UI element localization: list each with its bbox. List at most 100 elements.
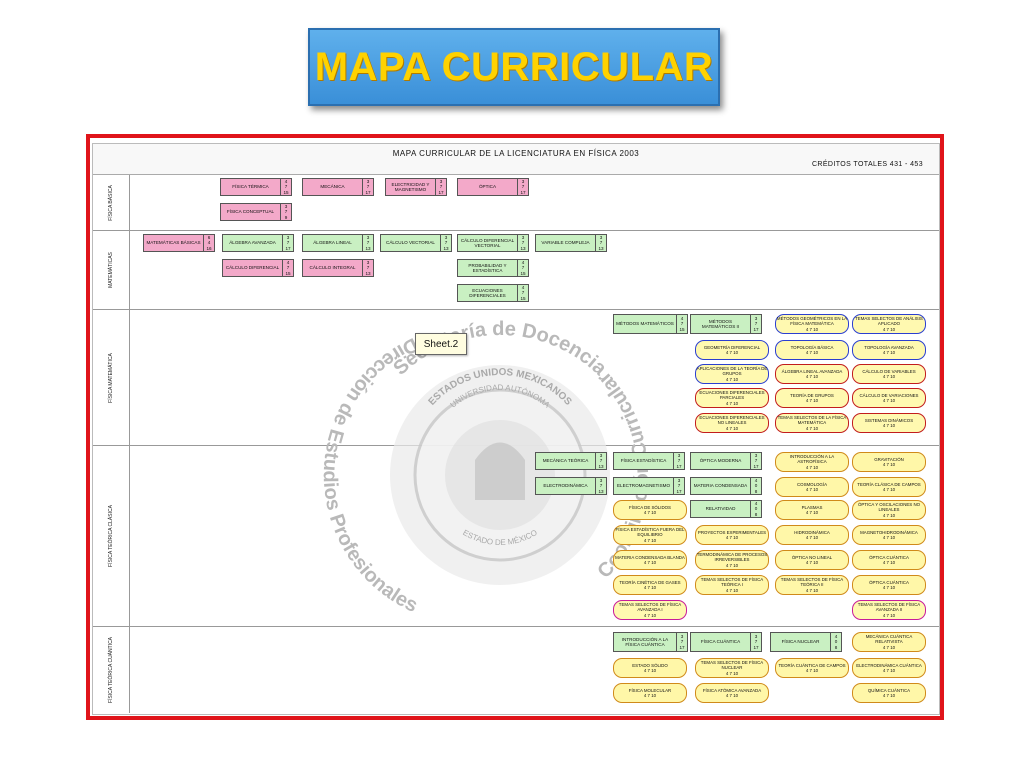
credit-value: 3 — [521, 179, 525, 185]
credit-value: 7 — [599, 483, 603, 489]
credit-value: 13 — [520, 245, 526, 251]
elective-credits: 4 7 10 — [643, 612, 657, 618]
credit-value: 7 — [286, 265, 290, 271]
sheet-comment[interactable]: Sheet.2 — [415, 333, 467, 355]
credit-value: 17 — [676, 463, 682, 469]
credit-value: 7 — [754, 458, 758, 464]
band-label: MATEMÁTICAS — [108, 252, 114, 288]
elective-credits: 4 7 10 — [725, 376, 739, 382]
elective-credits: 4 7 10 — [882, 585, 896, 590]
credit-value: 8 — [754, 488, 758, 494]
elective-name: MATERIA CONDENSADA BLANDA — [615, 554, 685, 560]
credit-value: 3 — [599, 453, 603, 459]
credit-value: 3 — [599, 235, 603, 241]
title-banner: MAPA CURRICULAR — [308, 28, 720, 106]
band-label: FÍSICA MATEMÁTICA — [108, 352, 114, 403]
total-credits: CRÉDITOS TOTALES 431 - 453 — [811, 161, 923, 168]
credit-value: 4 — [207, 240, 211, 246]
credit-value: 0 — [754, 506, 758, 512]
elective-name: TOPOLOGÍA AVANZADA — [864, 344, 914, 350]
course-name: ECUACIONES DIFERENCIALES — [457, 284, 517, 302]
elective-credits: 4 7 10 — [805, 398, 819, 403]
elective-pill: MÉTODOS GEOMÉTRICOS EN LA FÍSICA MATEMÁT… — [775, 314, 849, 334]
elective-name: ESTADO SÓLIDO — [632, 662, 668, 668]
band-label: FÍSICA BÁSICA — [108, 184, 114, 221]
course-name: MATERIA CONDENSADA — [690, 477, 750, 495]
credit-value: 7 — [284, 184, 288, 190]
elective-name: TEMAS SELECTOS DE ANÁLISIS APLICADO — [855, 316, 923, 327]
elective-name: ECUACIONES DIFERENCIALES PARCIALES — [699, 390, 765, 401]
elective-credits: 4 7 10 — [805, 668, 819, 673]
elective-credits: 4 7 10 — [643, 510, 657, 515]
credit-value: 13 — [365, 245, 371, 251]
credit-value: 3 — [366, 179, 370, 185]
sheet-title: MAPA CURRICULAR DE LA LICENCIATURA EN FÍ… — [392, 149, 640, 158]
course-name: ELECTRODINÁMICA — [535, 477, 595, 495]
credit-value: 17 — [679, 644, 685, 650]
elective-name: ÓPTICA CUÁNTICA — [869, 579, 909, 585]
credit-value: 7 — [286, 240, 290, 246]
credit-value: 16 — [206, 245, 212, 251]
elective-credits: 4 7 10 — [882, 423, 896, 428]
credit-value: 15 — [520, 270, 526, 276]
credit-value: 7 — [521, 184, 525, 190]
elective-credits: 4 7 10 — [882, 612, 896, 618]
course-name: ELECTRICIDAD Y MAGNETISMO — [385, 178, 435, 196]
credit-value: 15 — [679, 326, 685, 332]
course-name: FÍSICA ESTADÍSTICA — [613, 452, 673, 470]
credit-value: 3 — [754, 316, 758, 322]
elective-credits: 4 7 10 — [805, 326, 819, 332]
elective-name: FÍSICA ATÓMICA AVANZADA — [702, 687, 762, 693]
elective-credits: 4 7 10 — [882, 693, 896, 698]
course-name: ÁLGEBRA LINEAL — [302, 234, 362, 252]
credit-value: 0 — [834, 639, 838, 645]
elective-credits: 4 7 10 — [725, 693, 739, 698]
credit-value: 4 — [521, 285, 525, 291]
credit-value: 13 — [598, 463, 604, 469]
elective-credits: 4 7 10 — [882, 374, 896, 379]
credit-value: 3 — [366, 260, 370, 266]
credit-value: 17 — [676, 488, 682, 494]
credit-value: 3 — [754, 634, 758, 640]
credit-value: 4 — [521, 260, 525, 266]
band-fisica-teorica-cuantica: FÍSICA TEÓRICA CUÁNTICA — [93, 627, 939, 713]
credit-value: 17 — [753, 463, 759, 469]
credit-value: 7 — [284, 209, 288, 215]
credit-value: 17 — [753, 326, 759, 332]
elective-name: CÁLCULO DE VARIACIONES — [859, 392, 919, 398]
elective-name: TEMAS SELECTOS DE FÍSICA TEÓRICA II — [780, 577, 844, 588]
credit-value: 7 — [366, 184, 370, 190]
